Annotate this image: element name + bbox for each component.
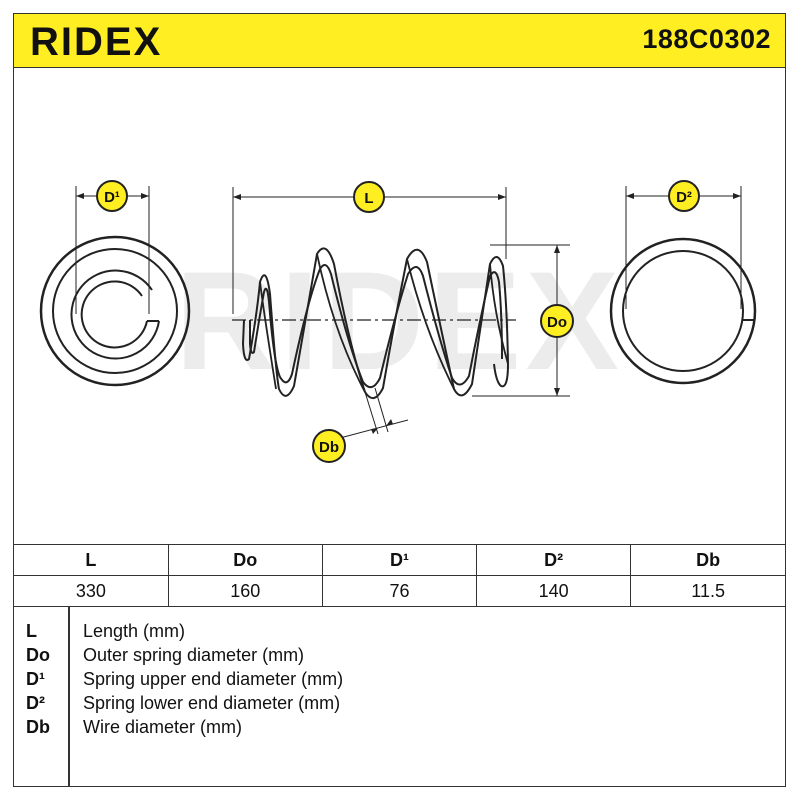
legend-item: Do Outer spring diameter (mm) (14, 643, 785, 667)
legend-item: D¹ Spring upper end diameter (mm) (14, 667, 785, 691)
lower-end-inner-circle (622, 250, 744, 372)
value-cell-d2: 140 (476, 575, 632, 607)
legend-symbol: D¹ (26, 669, 45, 689)
spring-drawing: RIDEX D¹ (39, 180, 757, 463)
legend-item: D² Spring lower end diameter (mm) (14, 691, 785, 715)
value-cell-db: 11.5 (630, 575, 785, 607)
spring-side-view (232, 187, 570, 439)
l-badge: L (353, 181, 385, 213)
coil-back-turns (259, 253, 509, 393)
legend-symbol: L (26, 621, 37, 641)
upper-end-coil-outer (70, 269, 160, 360)
db-ext-1 (364, 391, 379, 435)
upper-end-view (39, 186, 191, 387)
svg-text:D²: D² (676, 189, 692, 206)
legend-symbol: Do (26, 645, 50, 665)
brand-logo: RIDEX (30, 22, 162, 60)
legend-item: L Length (mm) (14, 619, 785, 643)
svg-text:Db: Db (319, 439, 339, 456)
legend-description: Spring lower end diameter (mm) (83, 693, 341, 713)
svg-text:Do: Do (547, 314, 567, 331)
upper-end-coil-inner (80, 280, 148, 349)
value-cell-l: 330 (14, 575, 169, 607)
svg-text:L: L (364, 190, 373, 207)
legend-description: Spring upper end diameter (mm) (83, 669, 344, 689)
spec-table-header-row: L Do D¹ D² Db (14, 544, 785, 576)
legend-divider (68, 607, 70, 787)
lower-end-view (609, 186, 757, 385)
spec-sheet-frame: RIDEX 188C0302 RIDEX D¹ (13, 13, 786, 787)
legend-description: Wire diameter (mm) (83, 717, 243, 737)
spec-table: L Do D¹ D² Db 330 160 76 140 11.5 (14, 544, 785, 607)
legend: L Length (mm) Do Outer spring diameter (… (14, 607, 785, 787)
d1-badge: D¹ (96, 180, 128, 212)
lower-end-outer-circle (609, 237, 757, 385)
legend-item: Db Wire diameter (mm) (14, 715, 785, 739)
part-number: 188C0302 (642, 24, 771, 54)
header-cell-d1: D¹ (321, 544, 478, 576)
db-badge: Db (312, 429, 346, 463)
legend-symbol: Db (26, 717, 50, 737)
legend-description: Outer spring diameter (mm) (83, 645, 305, 665)
coil-outer-edge (241, 247, 510, 399)
header-cell-l: L (14, 544, 169, 576)
legend-description: Length (mm) (83, 621, 186, 641)
value-cell-do: 160 (167, 575, 323, 607)
legend-symbol: D² (26, 693, 45, 713)
svg-text:RIDEX: RIDEX (30, 22, 162, 60)
svg-text:D¹: D¹ (104, 189, 120, 206)
value-cell-d1: 76 (321, 575, 478, 607)
db-ext-2 (374, 387, 389, 433)
d2-badge: D² (668, 180, 700, 212)
coil-inner-edge (249, 264, 503, 389)
do-badge: Do (540, 304, 574, 338)
header-cell-d2: D² (476, 544, 632, 576)
spec-table-value-row: 330 160 76 140 11.5 (14, 575, 785, 607)
header-cell-do: Do (167, 544, 323, 576)
header-cell-db: Db (630, 544, 785, 576)
upper-end-outer-circle (39, 235, 191, 387)
upper-end-inner-circle (52, 248, 178, 374)
header-bar: RIDEX 188C0302 (14, 14, 785, 68)
